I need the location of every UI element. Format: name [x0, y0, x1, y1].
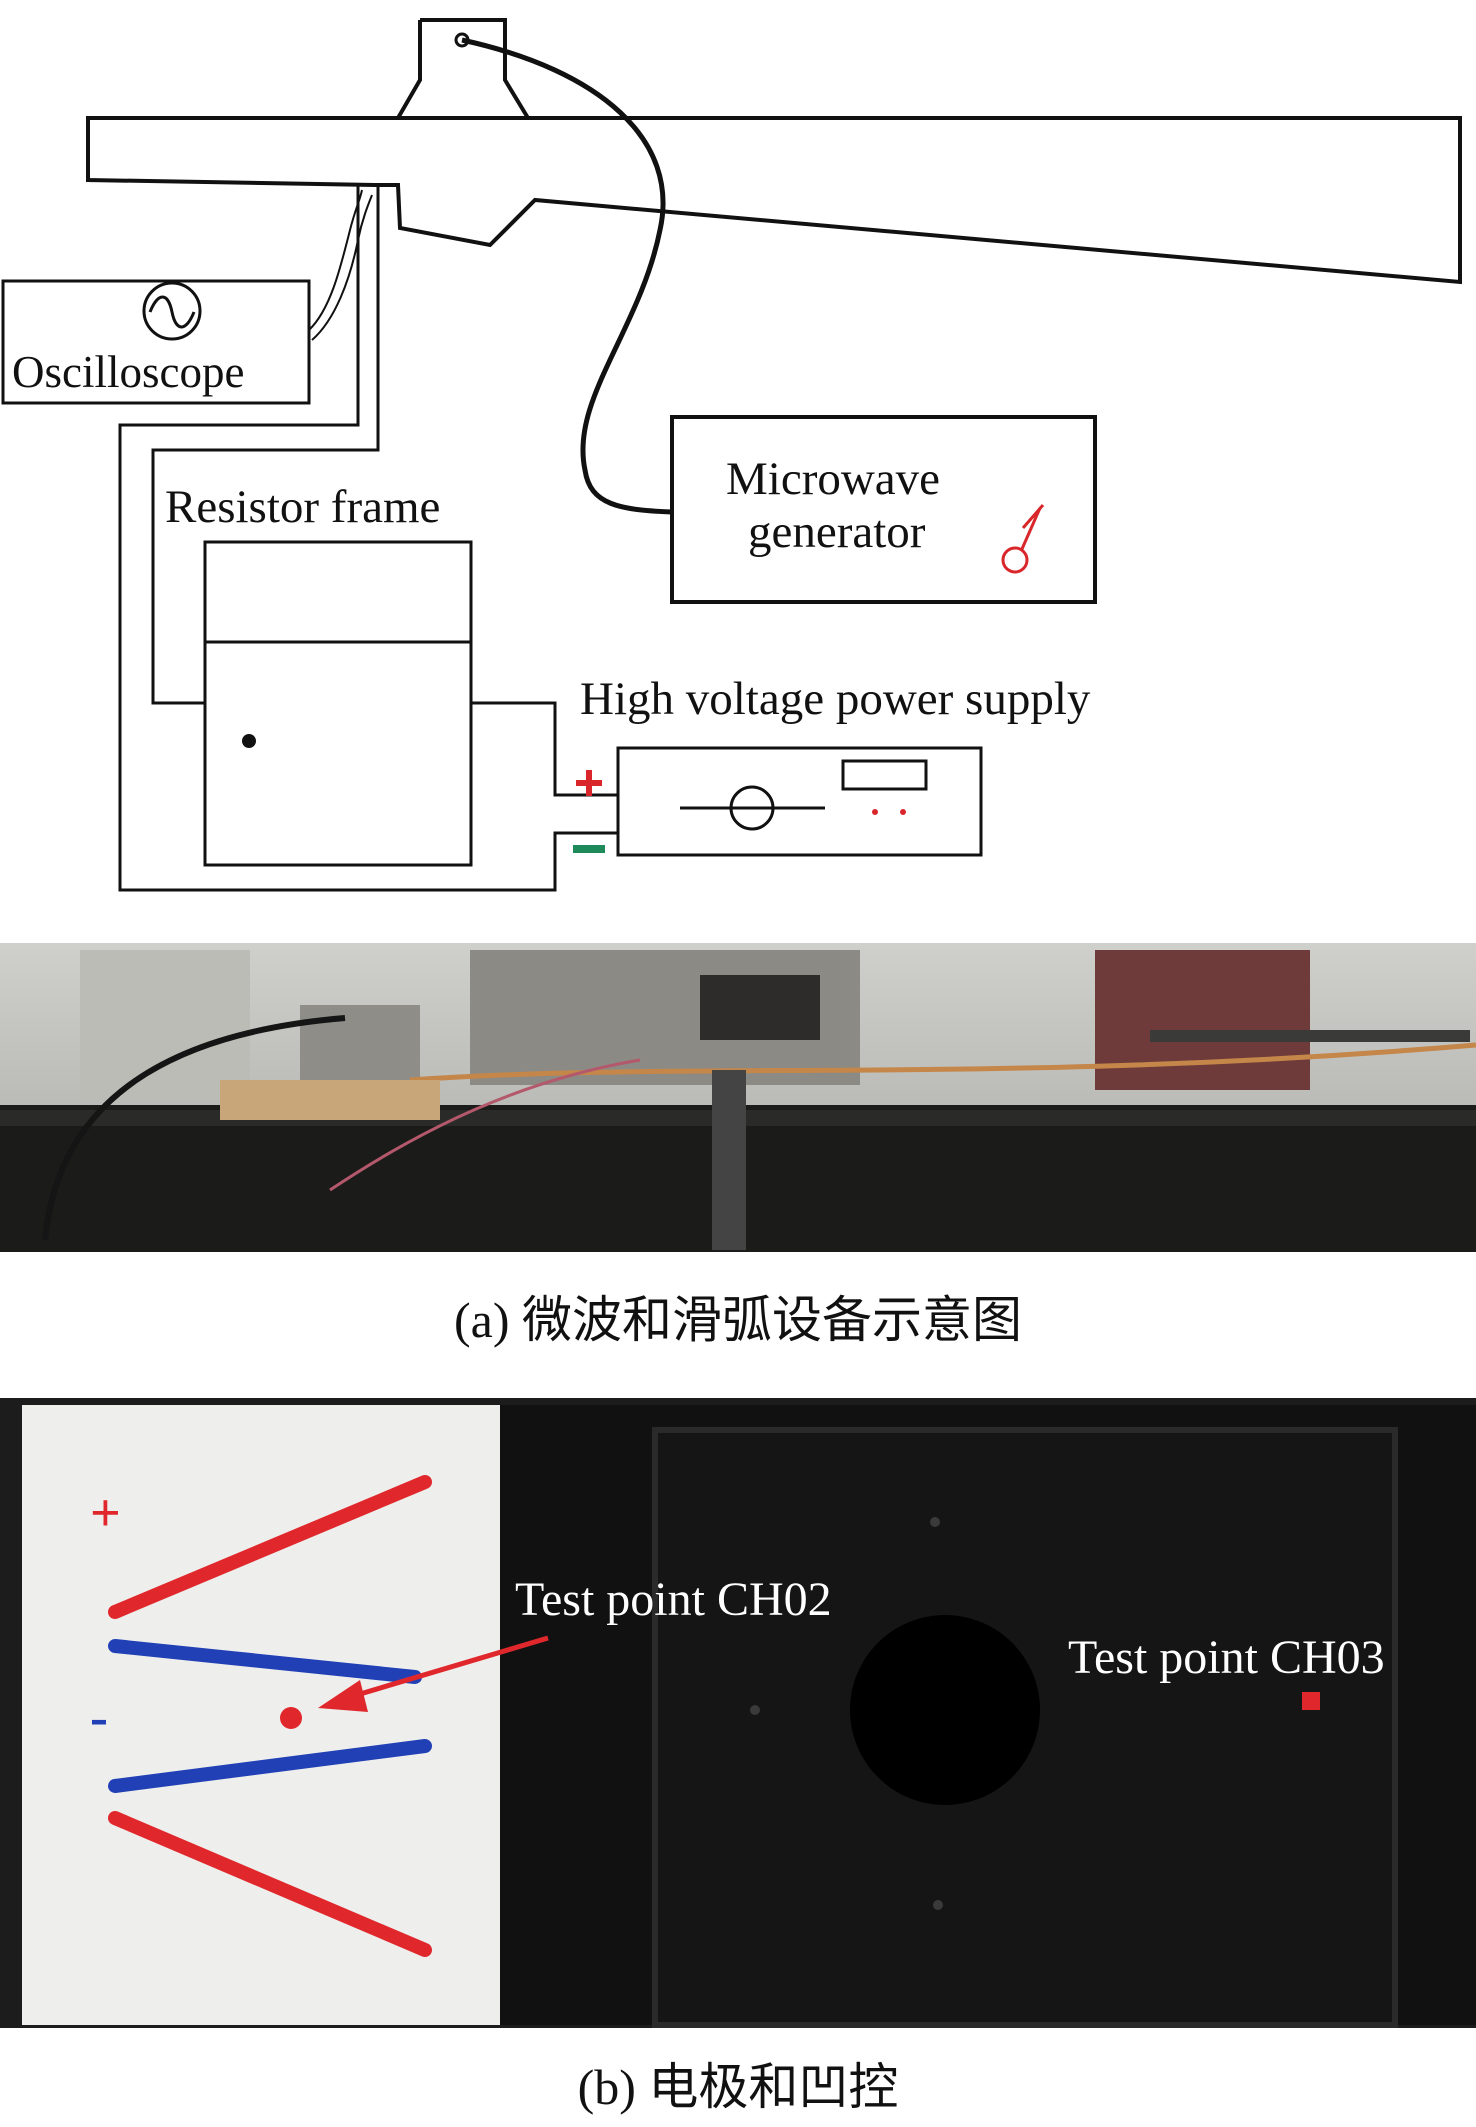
oscilloscope-label: Oscilloscope	[12, 347, 245, 397]
power-supply-box	[616, 746, 983, 857]
test-point-ch02-label: Test point CH02	[515, 1573, 832, 1626]
photo-orange-wire	[409, 1042, 1476, 1083]
photo-black-cable	[42, 1015, 346, 1241]
resistor-frame-body	[203, 640, 473, 867]
test-point-ch02-dot	[280, 1707, 302, 1729]
cavity-screw-2	[750, 1705, 760, 1715]
photo-cabinet-left	[80, 950, 250, 1100]
cable-connector	[454, 32, 470, 48]
negative-terminal	[573, 845, 605, 853]
resistor-frame-label: Resistor frame	[165, 481, 441, 533]
microwave-cable	[461, 37, 673, 515]
electrode-positive-bottom	[108, 1811, 432, 1957]
photo-post	[712, 1070, 746, 1250]
high-voltage-power-supply-label: High voltage power supply	[580, 673, 1091, 725]
microwave-generator-label-line1: Microwave	[726, 453, 941, 505]
electrode-positive-top	[108, 1475, 432, 1619]
electrode-plus-sign: +	[90, 1483, 121, 1543]
electrode-minus-sign: -	[90, 1687, 108, 1747]
photo-pink-wire	[329, 1058, 641, 1192]
test-point-ch03-dot	[1302, 1692, 1320, 1710]
photo-sand-block	[220, 1080, 440, 1120]
caption-b: (b) 电极和凹控	[577, 2059, 899, 2115]
microwave-generator-label-line2: generator	[748, 506, 926, 558]
test-point-ch03-label: Test point CH03	[1068, 1631, 1385, 1684]
electrode-negative-bottom	[108, 1739, 432, 1793]
power-supply-display	[841, 759, 928, 791]
cavity-hole	[850, 1615, 1040, 1805]
generator-probe-icon	[1001, 546, 1029, 574]
arrow-to-ch02	[349, 1635, 549, 1700]
generator-probe-line	[1020, 507, 1042, 550]
wire-ground-loop	[118, 186, 618, 892]
equipment-photo	[0, 943, 1476, 1252]
electrode-panel	[22, 1405, 500, 2025]
waveguide-horn	[86, 116, 1462, 285]
resistor-frame-dot	[242, 734, 256, 748]
electrode-photo	[0, 1398, 1476, 2028]
oscilloscope-box	[1, 279, 311, 405]
power-supply-indicator-2	[900, 809, 906, 815]
sine-wave-icon	[142, 281, 202, 341]
photo-rod	[1150, 1030, 1470, 1042]
power-supply-indicator-1	[872, 809, 878, 815]
power-supply-knob	[729, 785, 775, 831]
photo-dark-box	[700, 975, 820, 1040]
caption-a: (a) 微波和滑弧设备示意图	[454, 1292, 1022, 1348]
positive-terminal-v	[586, 770, 592, 796]
sine-wave-icon-curve	[148, 295, 196, 329]
wire-outer-loop	[151, 186, 380, 705]
cavity-screw-1	[930, 1517, 940, 1527]
microwave-generator-box	[670, 415, 1097, 604]
electrode-negative-top	[108, 1639, 422, 1684]
cavity-screw-3	[933, 1900, 943, 1910]
arrow-to-ch02-head	[318, 1680, 368, 1712]
setup-schematic	[1, 18, 1462, 892]
